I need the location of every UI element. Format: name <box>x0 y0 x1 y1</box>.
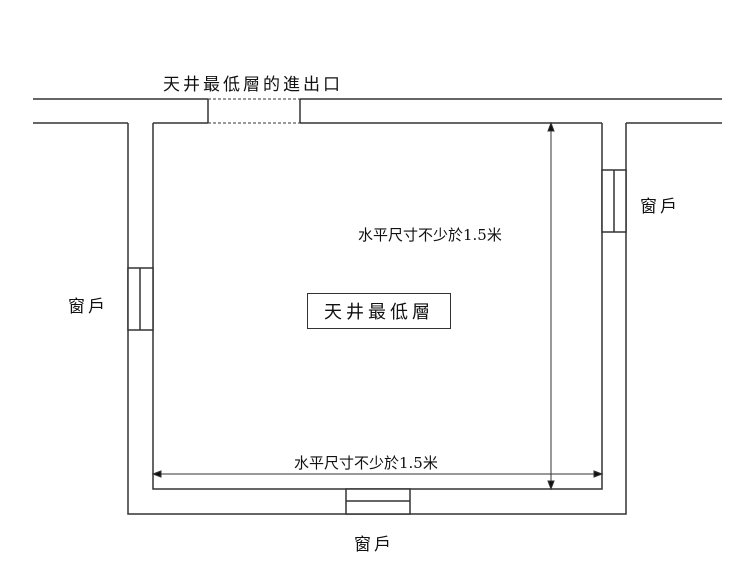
entrance-label: 天井最低層的進出口 <box>163 75 343 95</box>
window-left-symbol <box>127 267 154 331</box>
window-bottom-label: 窗戶 <box>354 535 394 555</box>
center-label-box: 天井最低層 <box>307 293 451 329</box>
vertical-dimension-arrow <box>547 121 555 491</box>
horizontal-dimension-arrow <box>151 470 604 478</box>
window-right-label: 窗戶 <box>640 197 680 217</box>
window-left-label: 窗戶 <box>68 297 108 317</box>
horizontal-dimension-label: 水平尺寸不少於1.5米 <box>294 454 438 472</box>
entrance-opening <box>207 98 301 124</box>
vertical-dimension-label: 水平尺寸不少於1.5米 <box>358 226 502 244</box>
window-bottom-symbol <box>345 488 411 515</box>
window-right-symbol <box>601 169 627 233</box>
